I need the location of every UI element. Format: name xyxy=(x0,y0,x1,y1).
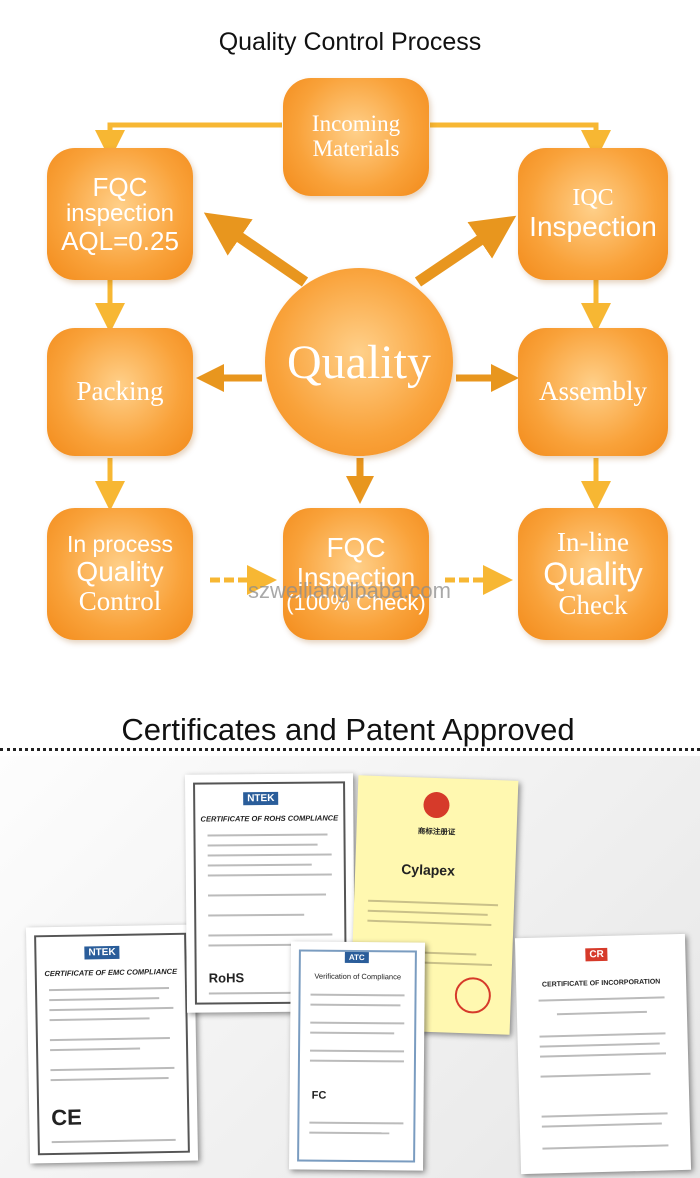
node-fqc-aql-line3: AQL=0.25 xyxy=(61,227,179,255)
emblem-icon xyxy=(423,792,450,819)
node-fqc-full-inspection: FQC Inspection (100% Check) xyxy=(283,508,429,640)
node-inline-line3: Check xyxy=(559,591,628,620)
node-assembly-line1: Assembly xyxy=(539,377,647,406)
node-incoming-line2: Materials xyxy=(313,137,400,162)
center-quality-circle: Quality xyxy=(265,268,453,456)
node-in-process-quality-control: In process Quality Control xyxy=(47,508,193,640)
certificate-emc: NTEK CERTIFICATE OF EMC COMPLIANCE CE xyxy=(26,925,198,1164)
incorporation-title: CERTIFICATE OF INCORPORATION xyxy=(516,978,686,989)
node-inline-quality-check: In-line Quality Check xyxy=(518,508,668,640)
emc-brand-logo: NTEK xyxy=(84,946,119,960)
fc-mark: FC xyxy=(312,1090,327,1102)
section-divider xyxy=(0,748,700,751)
node-iqc-line2: Inspection xyxy=(529,212,657,242)
trademark-name: Cylapex xyxy=(401,861,455,879)
node-fqc-full-line1: FQC xyxy=(326,533,385,563)
rohs-brand-logo: NTEK xyxy=(243,792,278,805)
node-packing: Packing xyxy=(47,328,193,456)
arrow-quality-to-fqc xyxy=(222,225,305,282)
node-inline-line1: In-line xyxy=(557,528,629,557)
cr-brand-logo: CR xyxy=(585,948,608,962)
node-in-process-line3: Control xyxy=(79,587,162,616)
watermark: szweilianglbaba.com xyxy=(248,578,451,604)
red-seal-icon xyxy=(454,977,491,1014)
certificates-panel: NTEK CERTIFICATE OF EMC COMPLIANCE CE NT… xyxy=(0,756,700,1178)
arrow-incoming-to-fqc xyxy=(110,125,282,145)
node-incoming-line1: Incoming xyxy=(312,112,400,137)
arrow-quality-to-iqc xyxy=(418,228,498,282)
node-inline-line2: Quality xyxy=(543,557,643,592)
node-fqc-aql: FQC inspection AQL=0.25 xyxy=(47,148,193,280)
node-iqc-line1: IQC xyxy=(572,186,613,212)
atc-brand-logo: ATC xyxy=(345,952,369,963)
rohs-title: CERTIFICATE OF ROHS COMPLIANCE xyxy=(185,813,353,823)
node-in-process-line1: In process xyxy=(67,532,173,557)
node-incoming-materials: Incoming Materials xyxy=(283,78,429,196)
node-fqc-aql-line2: inspection xyxy=(66,201,174,227)
arrow-incoming-to-iqc xyxy=(430,125,596,145)
center-quality-label: Quality xyxy=(287,335,431,390)
node-fqc-aql-line1: FQC xyxy=(93,173,148,201)
node-packing-line1: Packing xyxy=(77,377,164,406)
ce-mark: CE xyxy=(51,1105,82,1132)
certificate-incorporation: CR CERTIFICATE OF INCORPORATION xyxy=(515,934,691,1174)
rohs-mark: RoHS xyxy=(209,970,245,985)
node-iqc-inspection: IQC Inspection xyxy=(518,148,668,280)
node-in-process-line2: Quality xyxy=(76,557,163,587)
certificates-title: Certificates and Patent Approved xyxy=(0,712,698,748)
trademark-title: 商标注册证 xyxy=(356,823,516,840)
verification-title: Verification of Compliance xyxy=(291,971,425,981)
certificate-verification: ATC Verification of Compliance FC xyxy=(289,941,425,1170)
node-assembly: Assembly xyxy=(518,328,668,456)
